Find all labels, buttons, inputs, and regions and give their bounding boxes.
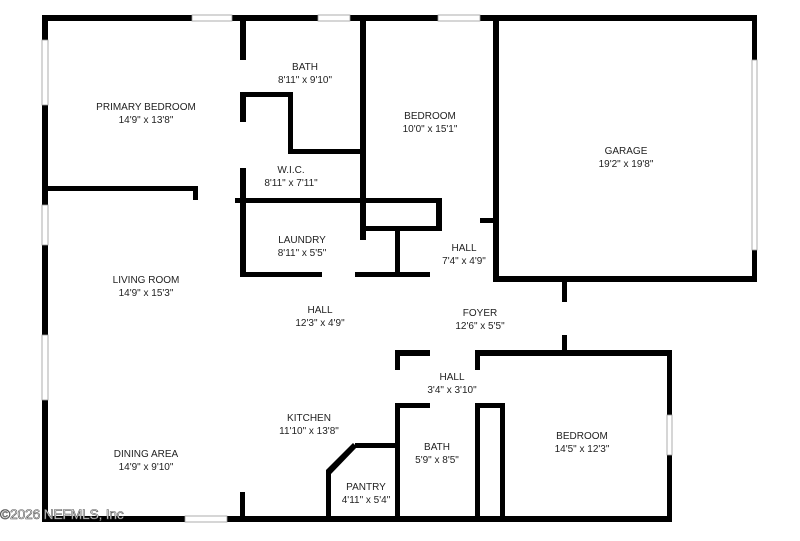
room-name: DINING AREA [113, 449, 179, 460]
room-size: 8'11" x 9'10" [277, 75, 333, 86]
room-label-wic: W.I.C. 8'11" x 7'11" [264, 164, 317, 190]
room-size: 12'6" x 5'5" [455, 321, 505, 332]
room-size: 11'10" x 13'8" [279, 426, 339, 437]
room-label-bedroom: BEDROOM 10'0" x 15'1" [403, 110, 458, 136]
room-size: 4'11" x 5'4" [341, 495, 391, 506]
windows [41, 14, 758, 523]
room-size: 14'9" x 13'8" [118, 115, 174, 126]
room-size: 14'5" x 12'3" [554, 444, 610, 455]
room-label-hall: HALL 3'4" x 3'10" [427, 371, 476, 397]
room-size: 14'9" x 9'10" [118, 462, 174, 473]
room-name: BEDROOM [404, 111, 456, 122]
room-label-bath: BATH 5'9" x 8'5" [415, 441, 459, 467]
room-name: PRIMARY BEDROOM [96, 102, 196, 113]
room-name: GARAGE [604, 146, 648, 157]
room-name: BEDROOM [556, 431, 608, 442]
room-label-hall: HALL 7'4" x 4'9" [442, 242, 486, 268]
room-label-laundry: LAUNDRY 8'11" x 5'5" [278, 234, 327, 260]
room-size: 5'9" x 8'5" [415, 455, 459, 466]
room-label-bedroom: BEDROOM 14'5" x 12'3" [555, 430, 610, 456]
room-label-living-room: LIVING ROOM 14'9" x 15'3" [113, 274, 180, 300]
room-label-hall: HALL 12'3" x 4'9" [295, 304, 344, 330]
room-size: 19'2" x 19'8" [598, 159, 654, 170]
room-name: HALL [439, 372, 465, 383]
room-name: KITCHEN [287, 413, 331, 424]
room-label-bath: BATH 8'11" x 9'10" [278, 61, 332, 87]
copyright-watermark: ©2026 NEFMLS, Inc [0, 506, 124, 523]
room-name: LAUNDRY [278, 235, 326, 246]
room-label-kitchen: KITCHEN 11'10" x 13'8" [279, 412, 339, 438]
room-name: PANTRY [346, 482, 386, 493]
room-name: FOYER [462, 308, 498, 319]
room-label-dining-area: DINING AREA 14'9" x 9'10" [114, 448, 178, 474]
room-size: 14'9" x 15'3" [118, 288, 174, 299]
room-size: 7'4" x 4'9" [442, 256, 486, 267]
room-size: 8'11" x 5'5" [277, 248, 327, 259]
room-size: 8'11" x 7'11" [264, 178, 318, 189]
room-name: BATH [292, 62, 318, 73]
room-name: BATH [424, 442, 450, 453]
room-label-pantry: PANTRY 4'11" x 5'4" [342, 481, 391, 507]
room-size: 12'3" x 4'9" [295, 318, 345, 329]
room-size: 3'4" x 3'10" [427, 385, 477, 396]
room-label-garage: GARAGE 19'2" x 19'8" [599, 145, 654, 171]
walls [42, 15, 757, 522]
room-name: HALL [451, 243, 477, 254]
room-name: W.I.C. [277, 165, 305, 176]
room-name: LIVING ROOM [112, 275, 180, 286]
room-label-primary-bedroom: PRIMARY BEDROOM 14'9" x 13'8" [96, 101, 196, 127]
room-label-foyer: FOYER 12'6" x 5'5" [455, 307, 504, 333]
room-name: HALL [307, 305, 333, 316]
room-size: 10'0" x 15'1" [402, 124, 458, 135]
